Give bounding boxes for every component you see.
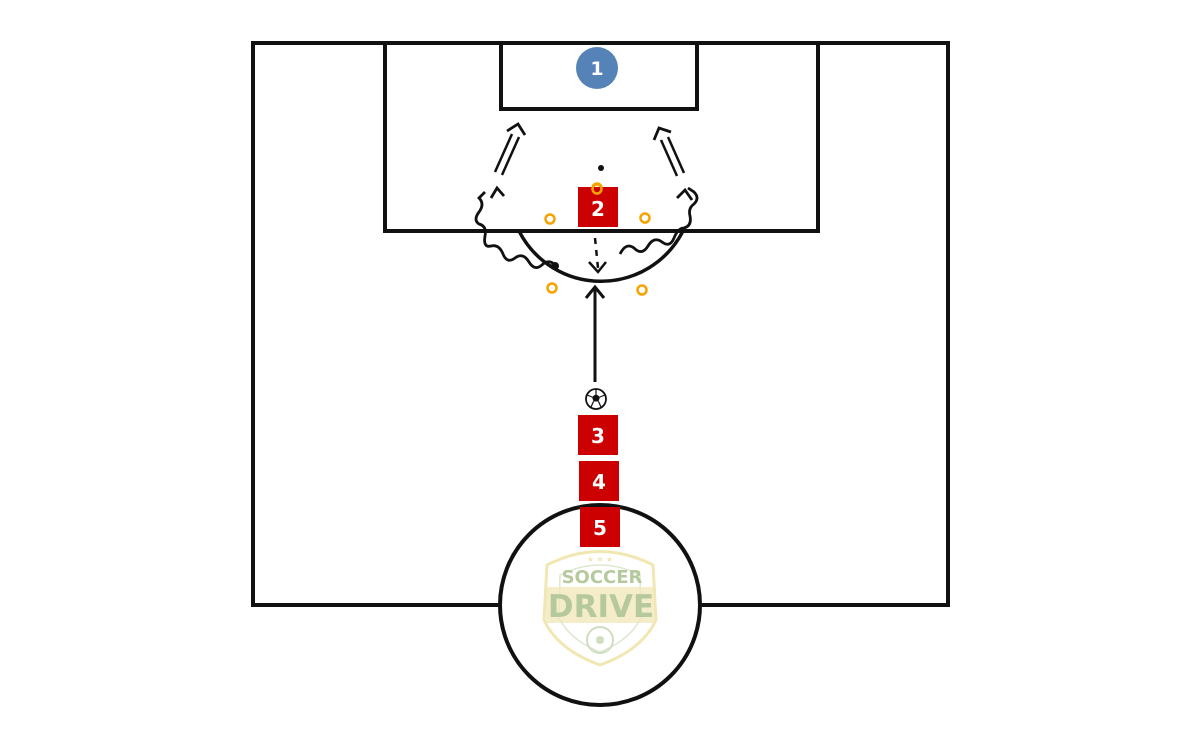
player-3-marker <box>578 415 618 455</box>
dribble-dot-left <box>551 262 559 270</box>
player-2-label: 2 <box>591 197 605 221</box>
cone <box>639 212 651 224</box>
logo-line1: SOCCER <box>562 567 643 588</box>
goalkeeper-label: 1 <box>590 58 603 80</box>
logo-inner-shape <box>558 564 642 653</box>
run-arrow-right <box>652 126 686 177</box>
player-2: 2 <box>578 183 618 227</box>
dribble-path-left <box>474 191 559 269</box>
player-5-label: 5 <box>593 516 607 540</box>
cone <box>591 183 603 195</box>
run-arrow-center-head <box>584 284 606 299</box>
logo-banner <box>546 587 656 623</box>
logo-shield-shape <box>542 550 658 667</box>
cone <box>636 284 648 296</box>
logo-line2: DRIVE <box>548 589 654 625</box>
penalty-arc <box>517 230 685 284</box>
penalty-spot <box>598 165 604 171</box>
pass-arrow-dashed <box>593 237 600 269</box>
dribble-path-right <box>618 186 699 255</box>
player-3: 3 <box>578 415 618 455</box>
cone <box>546 282 558 294</box>
dribble-arrow-right-head <box>676 187 694 201</box>
logo-ball-icon <box>586 626 614 654</box>
player-goalkeeper: 1 <box>576 47 618 89</box>
player-4-label: 4 <box>592 470 606 494</box>
player-4-marker <box>579 461 619 501</box>
soccer-drive-logo: ★ ★ ★ SOCCER DRIVE <box>542 550 658 667</box>
logo-ball-center <box>596 636 604 644</box>
run-arrow-left <box>493 122 527 176</box>
goal-area <box>499 41 699 111</box>
goalkeeper-marker <box>576 47 618 89</box>
logo-stars: ★ ★ ★ <box>587 555 613 564</box>
soccer-ball-icon <box>585 388 607 410</box>
dribble-arrow-left-head <box>489 185 506 199</box>
cone <box>544 213 556 225</box>
pass-arrow-dashed-head <box>588 261 607 274</box>
player-3-label: 3 <box>591 424 605 448</box>
center-circle <box>498 503 702 707</box>
player-5-marker <box>580 507 620 547</box>
player-5: 5 <box>580 507 620 547</box>
player-4: 4 <box>579 461 619 501</box>
